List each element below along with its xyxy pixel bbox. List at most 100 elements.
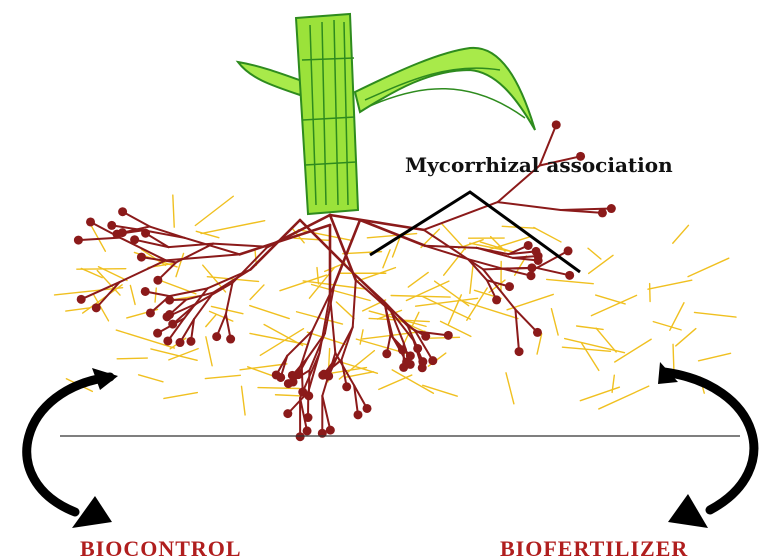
root-nodule [118,207,127,216]
root-branch [78,238,120,240]
root-nodule [176,338,185,347]
biofertilizer-label: BIOFERTILIZER [500,536,688,560]
root-nodule [428,356,437,365]
fungal-hypha [588,248,601,259]
fungal-hypha [347,372,374,377]
fungal-hypha [699,353,731,360]
fungal-hypha [383,250,390,268]
root-nodule [402,358,411,367]
left-curved-arrow [27,368,118,528]
root-nodule [382,349,391,358]
root-branch [424,202,498,230]
fungal-hypha [581,343,598,371]
fungal-hypha [250,285,264,300]
fungal-hypha [336,302,354,319]
fungal-hypha [195,196,233,225]
fungal-hypha [670,303,684,331]
fungal-hypha [506,373,514,404]
fungal-hypha [673,344,674,371]
root-nodule [141,287,150,296]
fungal-hypha [312,285,371,301]
root-nodule [165,296,174,305]
root-nodule [444,331,453,340]
right-curved-arrow [658,362,754,528]
root-nodule [515,347,524,356]
fungal-hypha [117,358,147,359]
root-branch [123,212,150,227]
root-nodule [565,271,574,280]
fungal-hypha [694,312,735,317]
fungal-hypha [676,329,696,346]
root-branch [515,310,537,333]
root-branch [96,282,119,308]
root-branch [483,268,537,269]
root-nodule [74,236,83,245]
fungal-hypha [648,280,692,289]
fungal-hypha [591,295,636,315]
fungal-hypha [258,388,299,389]
root-nodule [607,204,616,213]
fungal-hypha [442,224,466,250]
root-nodule [304,413,313,422]
fungal-hypha [360,330,363,344]
fungal-hypha [276,395,302,396]
root-nodule [324,372,333,381]
fungal-hypha [201,221,265,234]
root-nodule [363,404,372,413]
root-nodule [165,310,174,319]
fungal-hypha [250,306,289,319]
root-nodule [303,426,312,435]
root-nodule [153,329,162,338]
root-nodule [163,336,172,345]
plant [238,14,535,214]
root-nodule [532,247,541,256]
fungal-hypha [577,326,603,329]
fungal-hypha [205,375,240,378]
root-branch [537,268,570,275]
fungal-hypha [206,315,216,327]
root-branch [226,283,233,314]
fungal-hypha [408,272,428,287]
root-nodule [598,208,607,217]
root-nodule [186,337,195,346]
fungal-hypha [77,269,126,270]
fungal-hypha [139,375,163,382]
root-branch [561,210,603,213]
fungal-hypha [317,268,319,284]
fungal-hypha [367,234,416,238]
root-branch [330,215,356,280]
fungal-hypha [589,255,613,273]
fungal-hypha [173,195,174,227]
stem [296,14,358,214]
root-nodule [226,335,235,344]
fungal-hypha [391,295,450,297]
root-nodule [564,246,573,255]
root-branch [166,254,240,260]
root-nodule [413,344,422,353]
fungal-hypha [176,253,184,276]
root-nodule [421,332,430,341]
root-nodule [86,217,95,226]
fungal-hypha [615,339,651,362]
fungal-hypha [673,225,689,243]
root-branch [330,295,335,353]
fungal-hypha [164,393,197,399]
root-nodule [284,379,293,388]
root-nodule [552,120,561,129]
root-nodule [492,295,501,304]
root-nodule [534,256,543,265]
fungal-hypha [599,386,649,409]
fungal-hypha [580,387,619,401]
root-nodule [526,271,535,280]
root-nodule [326,426,335,435]
root-nodule [288,371,297,380]
root-nodule [296,432,305,441]
fungal-hypha [294,238,329,240]
fungal-hypha [130,285,135,304]
root-branch [515,310,519,352]
root-nodule [524,241,533,250]
left-leaf [238,62,305,95]
root-nodule [276,373,285,382]
root-nodule [92,303,101,312]
